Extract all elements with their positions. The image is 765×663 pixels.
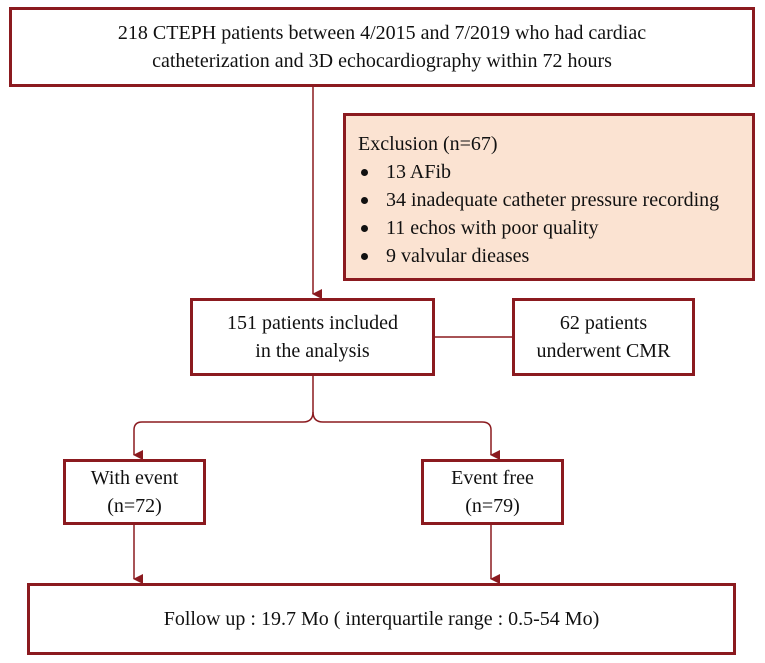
cmr-box: 62 patients underwent CMR — [512, 298, 695, 376]
event-free-box: Event free (n=79) — [421, 459, 564, 525]
with-event-line-1: With event — [90, 467, 179, 489]
exclusion-item: 9 valvular dieases — [358, 242, 752, 270]
bullet-icon — [361, 253, 368, 260]
with-event-line-2: (n=72) — [107, 495, 162, 517]
exclusion-item: 11 echos with poor quality — [358, 214, 752, 242]
cohort-line-2: catheterization and 3D echocardiography … — [152, 50, 612, 72]
bullet-icon — [361, 197, 368, 204]
cohort-line-1: 218 CTEPH patients between 4/2015 and 7/… — [117, 22, 647, 44]
cmr-line-2: underwent CMR — [536, 340, 671, 362]
exclusion-box: Exclusion (n=67) 13 AFib 34 inadequate c… — [343, 113, 755, 281]
event-free-line-1: Event free — [451, 467, 534, 489]
exclusion-item: 13 AFib — [358, 158, 752, 186]
exclusion-item-label: 9 valvular dieases — [386, 245, 530, 267]
follow-up-text: Follow up : 19.7 Mo ( interquartile rang… — [163, 608, 600, 630]
exclusion-item-label: 11 echos with poor quality — [386, 217, 599, 239]
bullet-icon — [361, 169, 368, 176]
connector-split-branches — [133, 376, 314, 460]
exclusion-item: 34 inadequate catheter pressure recordin… — [358, 186, 752, 214]
event-free-line-2: (n=79) — [465, 495, 520, 517]
exclusion-item-label: 13 AFib — [386, 161, 452, 183]
cmr-line-1: 62 patients — [559, 312, 648, 334]
exclusion-item-label: 34 inadequate catheter pressure recordin… — [386, 189, 720, 211]
included-box: 151 patients included in the analysis — [190, 298, 435, 376]
exclusion-title: Exclusion (n=67) — [358, 133, 498, 155]
connector-split-right — [312, 411, 500, 460]
cohort-box: 218 CTEPH patients between 4/2015 and 7/… — [9, 7, 755, 87]
included-line-1: 151 patients included — [226, 312, 399, 334]
included-line-2: in the analysis — [255, 340, 370, 362]
exclusion-list: 13 AFib 34 inadequate catheter pressure … — [358, 158, 752, 270]
with-event-box: With event (n=72) — [63, 459, 206, 525]
follow-up-box: Follow up : 19.7 Mo ( interquartile rang… — [27, 583, 736, 655]
bullet-icon — [361, 225, 368, 232]
